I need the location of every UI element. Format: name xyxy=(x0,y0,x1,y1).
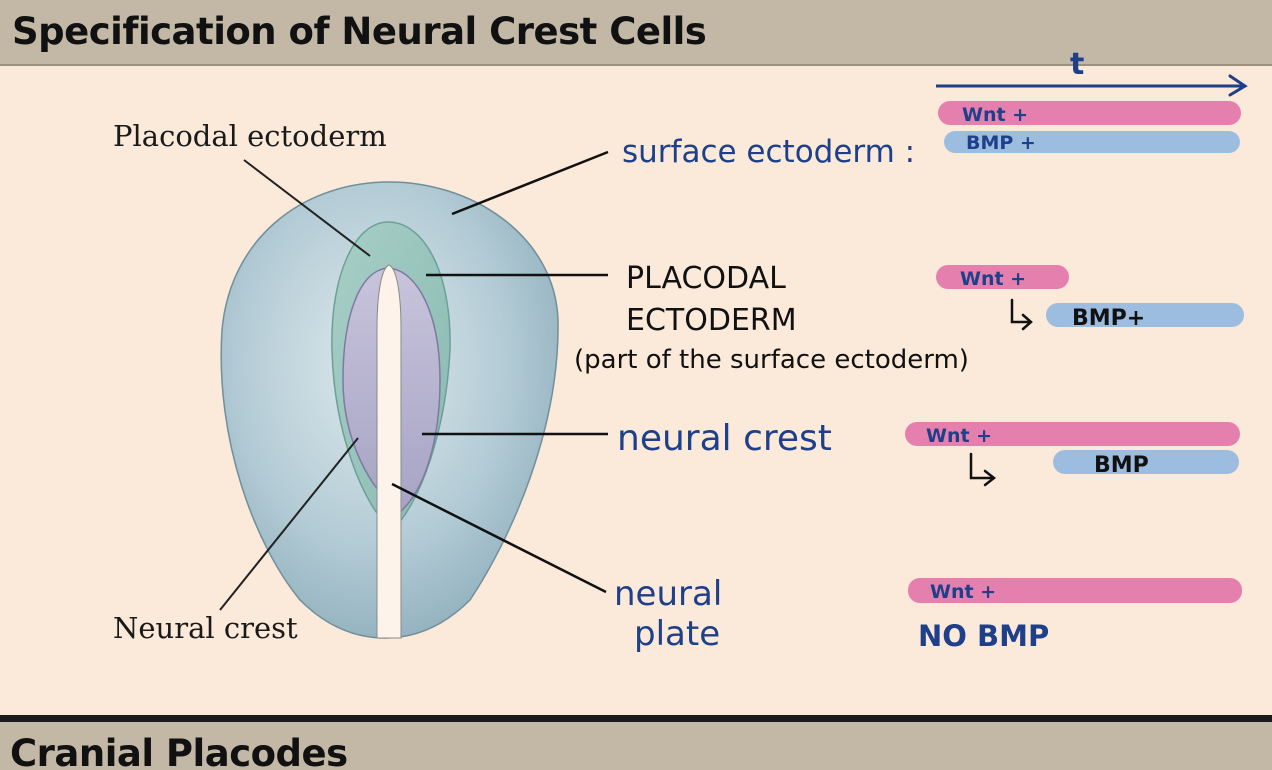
neural-plate-region xyxy=(376,264,402,639)
bmp-bar-placodal xyxy=(1046,303,1244,327)
label-placodal-ectoderm: Placodal ectoderm xyxy=(113,119,387,153)
next-section-bar: Cranial Placodes xyxy=(0,722,1272,770)
slide-title: Specification of Neural Crest Cells xyxy=(12,10,707,53)
annotation-neural-crest: neural crest xyxy=(617,418,832,459)
wnt-bar-placodal xyxy=(936,265,1069,289)
bmp-label-surface-ectoderm: BMP + xyxy=(966,132,1036,154)
wnt-bar-neural-crest xyxy=(905,422,1240,446)
wnt-label-placodal: Wnt + xyxy=(960,268,1026,290)
time-axis-arrowhead xyxy=(1228,74,1248,97)
annotation-line-surface-ectoderm xyxy=(451,150,609,216)
hook-arrow-placodal xyxy=(1010,298,1033,331)
annotation-line-neural-plate xyxy=(391,482,607,594)
embryo-illustration xyxy=(220,181,559,639)
hook-arrow-neural-crest xyxy=(969,452,997,487)
annotation-placodal-note: (part of the surface ectoderm) xyxy=(574,345,969,375)
wnt-label-neural-crest: Wnt + xyxy=(926,425,992,447)
annotation-neural-plate-line1: neural xyxy=(614,574,722,614)
time-axis-label: t xyxy=(1070,47,1084,82)
annotation-neural-plate-line2: plate xyxy=(634,614,720,654)
annotation-placodal-line2: ECTODERM xyxy=(626,303,797,338)
leader-placodal-ectoderm xyxy=(243,159,371,257)
next-section-title: Cranial Placodes xyxy=(10,732,348,770)
label-neural-crest: Neural crest xyxy=(113,611,298,645)
bmp-bar-neural-crest xyxy=(1053,450,1239,474)
wnt-bar-surface-ectoderm xyxy=(938,101,1241,125)
slide-title-bar: Specification of Neural Crest Cells xyxy=(0,0,1272,66)
annotation-placodal-line1: PLACODAL xyxy=(626,261,786,296)
annotation-surface-ectoderm: surface ectoderm : xyxy=(622,134,915,170)
time-axis: t xyxy=(936,47,1248,97)
bmp-label-placodal: BMP+ xyxy=(1072,306,1145,331)
wnt-label-surface-ectoderm: Wnt + xyxy=(962,104,1028,126)
bmp-label-neural-crest: BMP xyxy=(1094,453,1149,478)
timeline-bars: Wnt + BMP + Wnt + BMP+ Wnt + BMP Wnt + N… xyxy=(905,101,1244,653)
bmp-bar-surface-ectoderm xyxy=(944,131,1240,153)
wnt-label-neural-plate: Wnt + xyxy=(930,581,996,603)
wnt-bar-neural-plate xyxy=(908,578,1242,603)
leader-neural-crest xyxy=(219,437,359,611)
annotation-no-bmp: NO BMP xyxy=(918,619,1049,653)
diagram-canvas: Placodal ectoderm Neural crest surface e… xyxy=(113,47,1248,654)
